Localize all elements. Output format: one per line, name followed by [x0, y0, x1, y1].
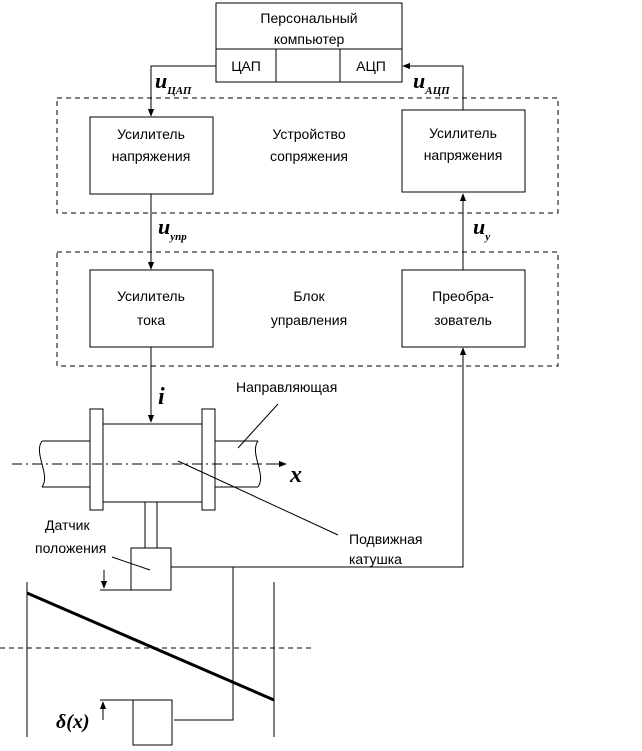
u-ctrl-symbol: uупр [158, 214, 187, 243]
u-y-symbol: uу [473, 214, 490, 243]
coil-leader-line [177, 460, 339, 536]
coil-label-line1: Подвижная [349, 531, 422, 547]
voltage-amp-left-line2: напряжения [112, 148, 191, 164]
converter-line2: зователь [434, 312, 492, 328]
pc-title-line1: Персональный [260, 10, 357, 26]
interface-unit-label-line1: Устройство [272, 126, 345, 142]
u-adc-symbol: uАЦП [413, 68, 450, 97]
current-amp-block: Усилитель тока [89, 269, 214, 348]
dac-label: ЦАП [231, 58, 261, 74]
pc-block: Персональный компьютер ЦАП АЦП [215, 2, 403, 83]
pot-wiper-wire [174, 567, 234, 721]
moving-coil [89, 408, 216, 511]
pot-resistor-slope [26, 591, 275, 702]
voltage-amp-right-line1: Усилитель [429, 125, 497, 141]
voltage-amp-left-block: Усилитель напряжения [89, 116, 214, 195]
guide-leader-line [237, 403, 279, 449]
x-axis-label: x [289, 462, 302, 488]
converter-line1: Преобра- [432, 288, 494, 304]
sensor-label-line2: положения [35, 540, 106, 556]
arrow-dac-to-amp [147, 65, 216, 117]
voltage-amp-left-line1: Усилитель [117, 126, 185, 142]
sensor-stem [144, 502, 158, 548]
position-sensor [130, 547, 172, 591]
current-amp-line1: Усилитель [117, 288, 185, 304]
arrow-sensor-to-converter [171, 347, 467, 568]
coil-label-line2: катушка [349, 551, 402, 567]
arrow-amp-to-adc [402, 62, 464, 110]
converter-block: Преобра- зователь [401, 269, 526, 348]
control-unit-frame [56, 251, 559, 367]
interface-unit-frame [56, 97, 559, 214]
guide-label: Направляющая [236, 379, 337, 395]
current-amp-line2: тока [137, 312, 165, 328]
sensor-label-line1: Датчик [45, 517, 90, 533]
voltage-amp-right-line2: напряжения [424, 147, 503, 163]
control-unit-label-line1: Блок [293, 288, 325, 304]
delta-x-label: δ(x) [56, 711, 90, 733]
control-unit-label-line2: управления [271, 312, 347, 328]
lower-sensor [132, 699, 173, 746]
u-dac-symbol: uЦАП [155, 68, 192, 97]
current-i-symbol: i [158, 384, 165, 410]
adc-label: АЦП [356, 58, 386, 74]
interface-unit-label-line2: сопряжения [270, 148, 348, 164]
pc-title-line2: компьютер [274, 31, 345, 47]
voltage-amp-right-block: Усилитель напряжения [401, 109, 526, 193]
